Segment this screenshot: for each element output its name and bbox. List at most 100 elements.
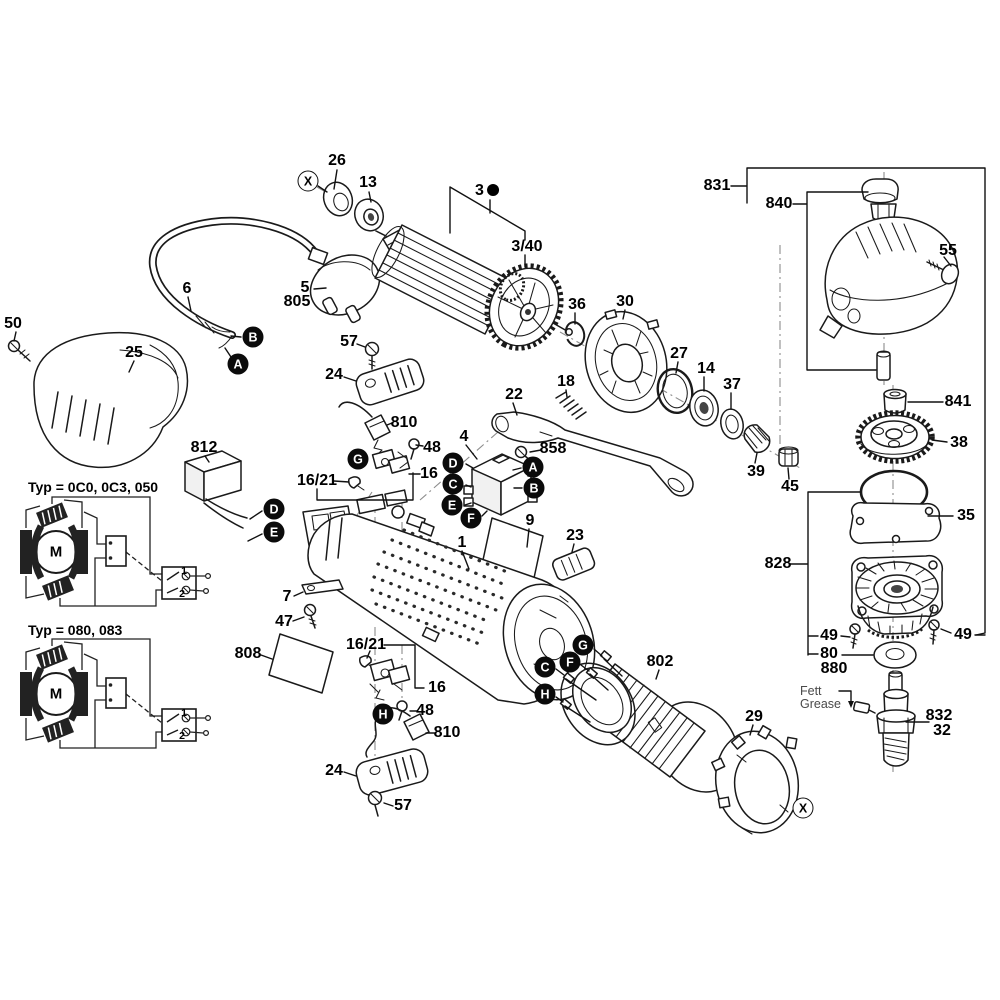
marker-f-stator: F	[559, 651, 581, 673]
nut-45-drawing	[778, 446, 799, 467]
callout-text: 24	[325, 366, 343, 383]
marker-g-brush-top: G	[347, 448, 369, 470]
callout-text: 840	[765, 195, 793, 212]
bearing-flange-drawing	[850, 554, 944, 639]
callout-80: 80	[820, 646, 838, 662]
callout-typ-2: Typ = 080, 083	[28, 623, 122, 637]
callout-9: 9	[526, 513, 535, 529]
bearing-14-drawing	[689, 389, 719, 427]
callout-38: 38	[950, 435, 968, 451]
screw-47-drawing	[303, 603, 317, 629]
callout-text: 4	[459, 428, 469, 445]
callout-text: 880	[820, 660, 848, 677]
callout-text: 13	[359, 174, 377, 191]
marker-x-top: X	[297, 170, 319, 192]
callout-text: 57	[340, 333, 358, 350]
callout-text: 7	[282, 588, 292, 605]
callout-39: 39	[747, 464, 765, 480]
callout-motor-1: M	[50, 545, 63, 560]
callout-text: 38	[950, 434, 968, 451]
spacer-841-drawing	[883, 388, 907, 414]
marker-d-capacitor: D	[263, 498, 285, 520]
callout-text: 45	[781, 478, 799, 495]
callout-14: 14	[697, 361, 715, 377]
marker-b-cord: B	[242, 326, 264, 348]
marker-a-cord: A	[227, 353, 249, 375]
callout-6: 6	[183, 281, 192, 297]
callout-26: 26	[328, 153, 346, 169]
marker-a-switch: A	[522, 456, 544, 478]
callout-text: 48	[423, 439, 441, 456]
callout-45: 45	[781, 479, 799, 495]
callout-text: 18	[557, 373, 575, 390]
callout-text: 3/40	[511, 238, 543, 255]
marker-x-bottom: X	[792, 797, 814, 819]
grease-icon	[838, 690, 876, 714]
callout-4: 4	[460, 429, 469, 445]
callout-7: 7	[283, 589, 292, 605]
callout-24-top: 24	[325, 367, 343, 383]
callout-57-bottom: 57	[394, 798, 412, 814]
callout-47: 47	[275, 614, 293, 630]
callout-text: 832	[925, 707, 953, 724]
label-plate-808-drawing	[268, 633, 334, 694]
callout-55: 55	[939, 243, 957, 259]
callout-text: 810	[433, 724, 461, 741]
o-ring-35-gasket-drawing	[849, 469, 942, 545]
callout-motor-2: M	[50, 687, 63, 702]
callout-29: 29	[745, 709, 763, 725]
spindle-drawing	[876, 670, 916, 767]
brush-bottom-group-drawing	[355, 655, 430, 817]
gear-housing-drawing	[819, 178, 960, 381]
callout-text: 831	[703, 177, 731, 194]
callout-13: 13	[359, 175, 377, 191]
callout-812: 812	[191, 440, 218, 456]
crown-gear-38-drawing	[855, 410, 935, 464]
air-deflector-30-drawing	[584, 309, 668, 414]
callout-text: 30	[616, 293, 634, 310]
callout-text: 808	[234, 645, 262, 662]
callout-text: 14	[697, 360, 715, 377]
callout-text: 29	[745, 708, 763, 725]
callout-text: 841	[944, 393, 972, 410]
callout-text: 2	[179, 729, 185, 742]
callout-text: 32	[933, 722, 951, 739]
callout-49-right: 49	[954, 627, 972, 643]
callout-text: 2	[179, 587, 185, 600]
plate-7-drawing	[301, 579, 344, 595]
callout-term-1a: 1	[181, 566, 187, 577]
callout-text: 47	[275, 613, 293, 630]
callout-text: Typ = 080, 083	[28, 622, 123, 638]
callout-text: 22	[505, 386, 523, 403]
callout-text: 805	[283, 293, 311, 310]
marker-b-switch: B	[523, 477, 545, 499]
callout-3-40: 3/40	[511, 239, 542, 255]
callout-text: M	[49, 685, 63, 703]
callout-grease: Grease	[800, 698, 841, 711]
callout-text: 23	[566, 527, 584, 544]
callout-802: 802	[647, 654, 674, 670]
callout-text: 802	[646, 653, 674, 670]
callout-text: 16	[428, 679, 446, 696]
marker-d-switch: D	[442, 452, 464, 474]
callout-text: 48	[416, 702, 434, 719]
callout-text: 37	[723, 376, 741, 393]
callout-23: 23	[566, 528, 584, 544]
wiring-schematic	[20, 496, 212, 607]
marker-e-switch: E	[441, 494, 463, 516]
callout-text: 16/21	[296, 472, 338, 489]
callout-text: 1	[181, 706, 187, 719]
callout-text: 36	[568, 296, 586, 313]
callout-16-bottom: 16	[428, 680, 446, 696]
callout-30: 30	[616, 294, 634, 310]
marker-h-brush-bottom: H	[372, 703, 394, 725]
marker-h-stator: H	[534, 683, 556, 705]
callout-text: M	[49, 543, 63, 561]
callout-text: 810	[390, 414, 418, 431]
callout-term-2a: 2	[179, 589, 185, 600]
callout-text: 39	[747, 463, 765, 480]
marker-c-switch: C	[442, 473, 464, 495]
screws-49-drawing	[849, 619, 940, 649]
slider-23-drawing	[552, 547, 596, 581]
